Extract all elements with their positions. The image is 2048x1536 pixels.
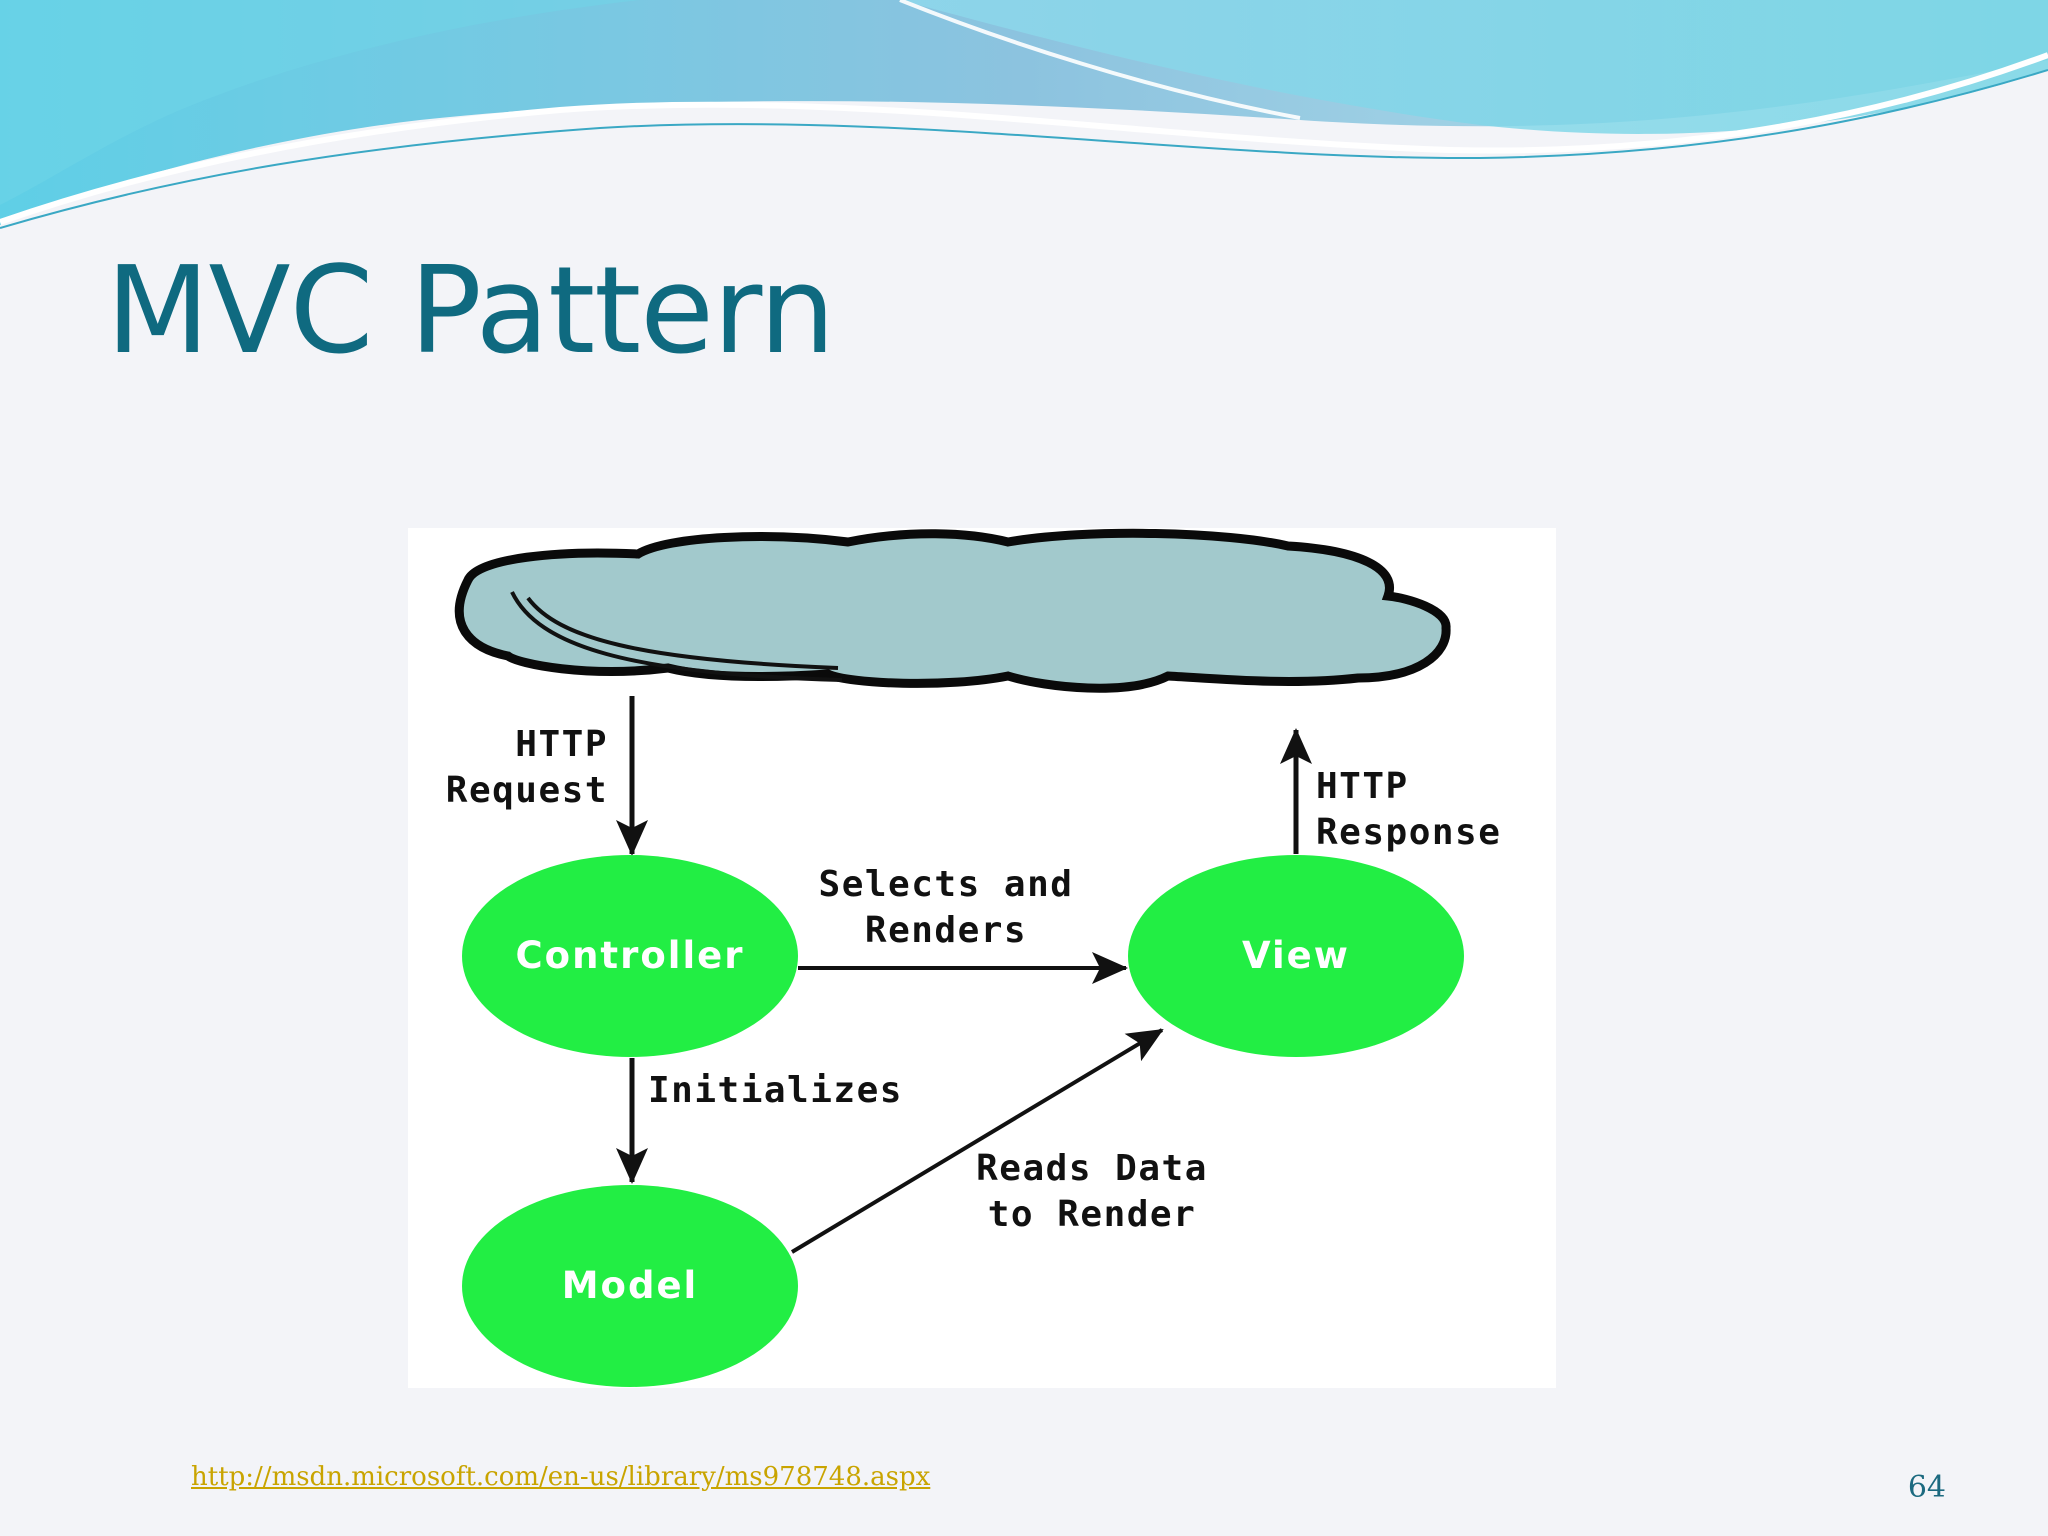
svg-text:Renders: Renders (865, 910, 1027, 951)
internet-cloud (454, 528, 1451, 693)
controller-node: Controller (462, 855, 798, 1057)
svg-text:Request: Request (446, 770, 608, 811)
svg-text:Selects and: Selects and (819, 864, 1074, 905)
svg-text:to Render: to Render (988, 1194, 1197, 1235)
reads-data-arrow (790, 1028, 1164, 1254)
controller-label: Controller (516, 934, 745, 977)
selects-renders-label: Selects and Renders (819, 864, 1074, 951)
model-label: Model (562, 1264, 699, 1307)
svg-text:HTTP: HTTP (1316, 766, 1409, 807)
page-number: 64 (1907, 1470, 1946, 1505)
http-request-label: HTTP Request (446, 724, 608, 811)
source-link[interactable]: http://msdn.microsoft.com/en-us/library/… (191, 1462, 931, 1492)
slide-title: MVC Pattern (106, 242, 835, 381)
model-node: Model (462, 1185, 798, 1387)
http-response-label: HTTP Response (1316, 766, 1501, 853)
view-label: View (1242, 934, 1350, 977)
svg-text:HTTP: HTTP (515, 724, 608, 765)
view-node: View (1128, 855, 1464, 1057)
svg-text:Reads Data: Reads Data (976, 1148, 1208, 1189)
mvc-diagram: Controller View Model HTTP Request HTTP … (408, 528, 1556, 1388)
svg-text:Response: Response (1316, 812, 1501, 853)
reads-data-label: Reads Data to Render (976, 1148, 1208, 1235)
header-wave-decoration (0, 0, 2048, 229)
initializes-label: Initializes (648, 1070, 903, 1111)
